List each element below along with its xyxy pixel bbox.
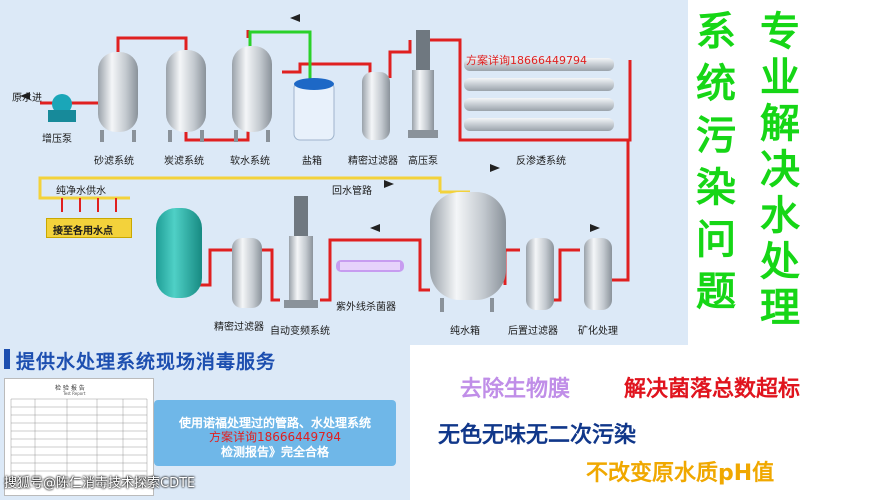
banner-title: 提供水处理系统现场消毒服务 xyxy=(16,351,277,373)
uv-sterilizer xyxy=(336,260,404,272)
post-filter xyxy=(526,238,554,310)
slogan-remove-biofilm: 去除生物膜 xyxy=(460,377,571,402)
label-sand-filter: 砂滤系统 xyxy=(94,156,134,167)
banner-accent-bar xyxy=(4,349,10,369)
service-banner: 提供水处理系统现场消毒服务 xyxy=(0,343,410,373)
slogans-panel: 去除生物膜 解决菌落总数超标 无色无味无二次污染 不改变原水质pH值 xyxy=(410,345,889,500)
headline-left-char-1: 系 xyxy=(696,9,736,55)
slogan-no-secondary-pollution: 无色无味无二次污染 xyxy=(438,423,637,448)
salt-tank xyxy=(293,78,335,141)
report-title: 检 验 报 告 xyxy=(55,385,85,392)
label-raw-water-in: 原水进 xyxy=(12,93,42,104)
test-report-thumbnail: 检 验 报 告 Test Report xyxy=(4,378,154,496)
ro-membranes xyxy=(464,58,614,131)
high-pressure-pump-top xyxy=(408,30,438,138)
headline-left-char-5: 问 xyxy=(696,217,736,263)
card-line-2: 检测报告》完全合格 xyxy=(220,445,329,459)
card-contact: 方案详询18666449794 xyxy=(209,430,341,444)
precision-filter-top xyxy=(362,72,390,140)
mineralization-filter xyxy=(584,238,612,310)
diagram-graphics xyxy=(20,14,632,312)
slogan-ph-unchanged: 不改变原水质pH值 xyxy=(586,461,775,486)
label-precision-filter-bottom: 精密过滤器 xyxy=(214,322,264,333)
card-line-1: 使用诺福处理过的管路、水处理系统 xyxy=(178,416,371,430)
carbon-filter-tank xyxy=(166,50,206,142)
label-pure-water-supply: 纯净水供水 xyxy=(56,186,106,197)
slogan-bacteria-count: 解决菌落总数超标 xyxy=(624,377,801,402)
qualification-card: 使用诺福处理过的管路、水处理系统 方案详询18666449794 检测报告》完全… xyxy=(154,400,396,466)
label-precision-filter-top: 精密过滤器 xyxy=(348,156,398,167)
headline-left-char-4: 染 xyxy=(696,165,736,211)
sand-filter-tank xyxy=(98,52,138,142)
pure-water-tank-body xyxy=(430,192,506,312)
softener-tank xyxy=(232,46,272,142)
booster-pump xyxy=(48,94,76,122)
headline-right-char-2: 业 xyxy=(760,55,800,101)
label-pure-water-tank: 纯水箱 xyxy=(450,326,480,337)
red-pipes-bottom xyxy=(200,170,630,302)
contact-note-top: 方案详询18666449794 xyxy=(466,54,587,67)
to-use-points-box: 接至各用水点 xyxy=(46,218,132,238)
report-table-lines xyxy=(10,398,148,488)
label-carbon-filter: 炭滤系统 xyxy=(164,156,204,167)
headline-right-char-3: 解 xyxy=(760,101,800,147)
label-booster-pump: 增压泵 xyxy=(42,134,72,145)
label-softener: 软水系统 xyxy=(230,156,270,167)
headline-left-char-2: 统 xyxy=(696,61,736,107)
red-pipes-top xyxy=(40,30,632,170)
report-subtitle: Test Report xyxy=(63,391,86,396)
label-salt-tank: 盐箱 xyxy=(302,156,322,167)
vfd-pump xyxy=(284,196,318,308)
supply-drop-arrows xyxy=(61,198,117,212)
label-auto-vfd: 自动变频系统 xyxy=(270,326,330,337)
headline-right-char-1: 专 xyxy=(760,9,800,55)
headline-right-char-7: 理 xyxy=(760,285,800,331)
label-high-pressure-pump: 高压泵 xyxy=(408,156,438,167)
headline-left-char-3: 污 xyxy=(696,113,736,159)
pressure-tank xyxy=(156,208,202,298)
label-uv-sterilizer: 紫外线杀菌器 xyxy=(336,302,396,313)
label-post-filter: 后置过滤器 xyxy=(508,326,558,337)
headline-right-char-5: 水 xyxy=(760,193,800,239)
headline-panel: 系 统 污 染 问 题 专 业 解 决 水 处 理 xyxy=(688,0,889,345)
label-ro-system: 反渗透系统 xyxy=(516,156,566,167)
headline-left-char-6: 题 xyxy=(696,269,736,315)
green-brine-pipe xyxy=(248,30,312,80)
headline-right-char-6: 处 xyxy=(760,239,800,285)
label-return-pipe: 回水管路 xyxy=(332,186,372,197)
headline-right-char-4: 决 xyxy=(760,147,800,193)
watermark: 搜狐号@陈仁消毒技术探索CDTE xyxy=(4,476,196,491)
label-to-use-points: 接至各用水点 xyxy=(53,226,113,237)
precision-filter-bottom xyxy=(232,238,262,308)
label-mineralization: 矿化处理 xyxy=(578,326,618,337)
flow-arrows xyxy=(20,14,600,232)
